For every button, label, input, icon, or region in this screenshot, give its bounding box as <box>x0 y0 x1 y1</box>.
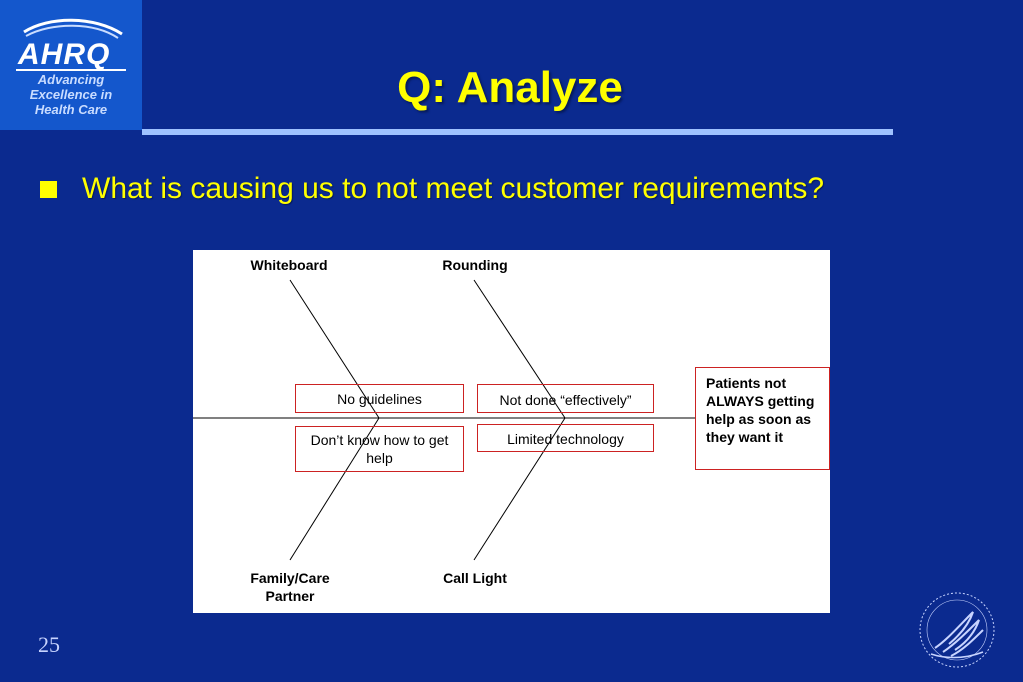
hhs-seal-icon <box>919 592 995 668</box>
slide-number: 25 <box>38 632 60 657</box>
logo-tagline-line-2: Excellence in <box>29 87 113 102</box>
bone-rounding <box>473 279 566 419</box>
bullet-square-icon <box>40 181 57 198</box>
fishbone-diagram: Whiteboard Rounding Family/Care Partner … <box>193 250 830 613</box>
category-family-care-partner: Family/Care Partner <box>250 570 330 604</box>
category-whiteboard: Whiteboard <box>250 257 328 273</box>
title-divider <box>142 129 893 135</box>
cause-dont-know-how: Don’t know how to get help <box>295 426 464 472</box>
effect-box: Patients not ALWAYS getting help as soon… <box>695 367 830 470</box>
bone-call-light <box>473 417 566 561</box>
ahrq-logo: AHRQ Advancing Excellence in Health Care <box>0 0 142 130</box>
fishbone-lines <box>193 279 695 561</box>
cause-not-done-effectively: Not done “effectively” <box>477 384 654 413</box>
bone-whiteboard <box>289 279 380 419</box>
category-call-light: Call Light <box>443 570 507 586</box>
cause-limited-technology: Limited technology <box>477 424 654 452</box>
logo-tagline-line-3: Health Care <box>34 102 108 117</box>
bone-family <box>289 417 380 561</box>
logo-tagline-line-1: Advancing <box>37 72 105 87</box>
bullet-text: What is causing us to not meet customer … <box>82 172 825 205</box>
svg-text:AHRQ: AHRQ <box>17 38 110 71</box>
ahrq-wordmark-icon: AHRQ <box>16 18 126 71</box>
slide-title: Q: Analyze <box>397 63 623 112</box>
category-rounding: Rounding <box>442 257 508 273</box>
cause-no-guidelines: No guidelines <box>295 384 464 413</box>
logo-tagline: Advancing Excellence in Health Care <box>0 72 142 117</box>
